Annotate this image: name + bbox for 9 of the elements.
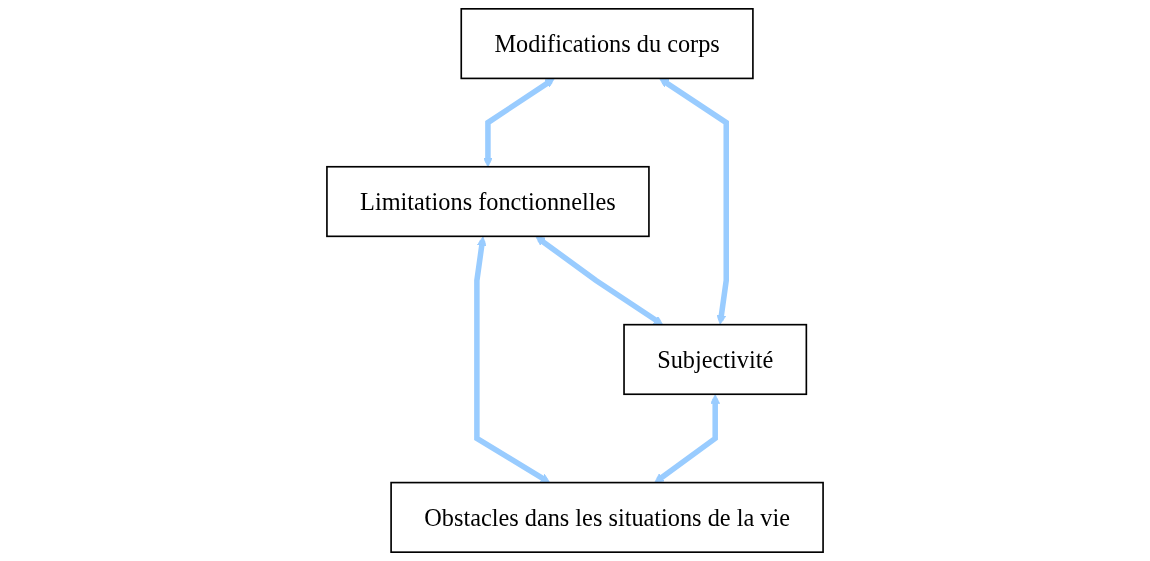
node-box: Obstacles dans les situations de la vie (390, 481, 824, 553)
arrow (483, 78, 555, 168)
arrow (659, 77, 729, 325)
arrow (654, 394, 721, 484)
arrow (474, 236, 551, 484)
node-box: Subjectivité (623, 323, 808, 396)
node-box: Limitations fonctionnelles (326, 165, 650, 238)
arrow (535, 236, 664, 326)
node-box: Modifications du corps (460, 8, 754, 80)
